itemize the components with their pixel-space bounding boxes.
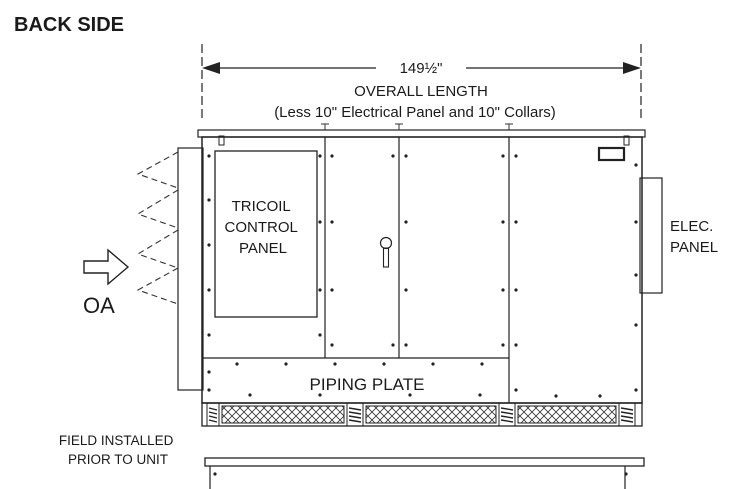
unit-top-lid — [197, 129, 646, 138]
isolator-springs — [206, 402, 636, 427]
piping-plate-label: PIPING PLATE — [310, 375, 425, 394]
oa-arrow-icon — [83, 248, 130, 286]
dimension-note: (Less 10" Electrical Panel and 10" Colla… — [274, 104, 556, 121]
access-door-dividers — [202, 137, 510, 403]
lifting-lug-right — [623, 135, 630, 146]
door-handle-icon — [379, 236, 393, 268]
dimension-arrow — [202, 62, 641, 74]
oa-louvers — [136, 151, 179, 305]
elec-panel-label: ELEC. PANEL — [670, 218, 718, 256]
control-panel-label: TRICOIL CONTROL PANEL — [225, 198, 302, 257]
nameplate — [597, 146, 626, 162]
unit-cabinet — [201, 136, 643, 404]
curb-fastener-left — [213, 472, 217, 476]
curb-legs — [209, 466, 626, 489]
isolation-hatch-1 — [221, 405, 345, 424]
isolation-hatch-3 — [517, 405, 617, 424]
curb-fastener-right — [624, 472, 628, 476]
fastener-dots — [207, 154, 638, 398]
isolation-hatch-2 — [365, 405, 497, 424]
tricoil-control-panel — [214, 150, 318, 318]
lid-fasteners — [321, 123, 513, 130]
base-frame — [201, 402, 643, 427]
dimension-label: OVERALL LENGTH — [354, 83, 488, 100]
diagram-title: BACK SIDE — [14, 14, 124, 36]
field-installed-curb — [204, 457, 645, 467]
dimension-value: 149½" — [400, 60, 443, 77]
oa-collar — [177, 147, 204, 391]
lifting-lug-left — [218, 135, 225, 146]
electrical-panel — [639, 177, 663, 294]
field-installed-label: FIELD INSTALLED PRIOR TO UNIT — [59, 433, 177, 467]
oa-label: OA — [83, 293, 115, 318]
